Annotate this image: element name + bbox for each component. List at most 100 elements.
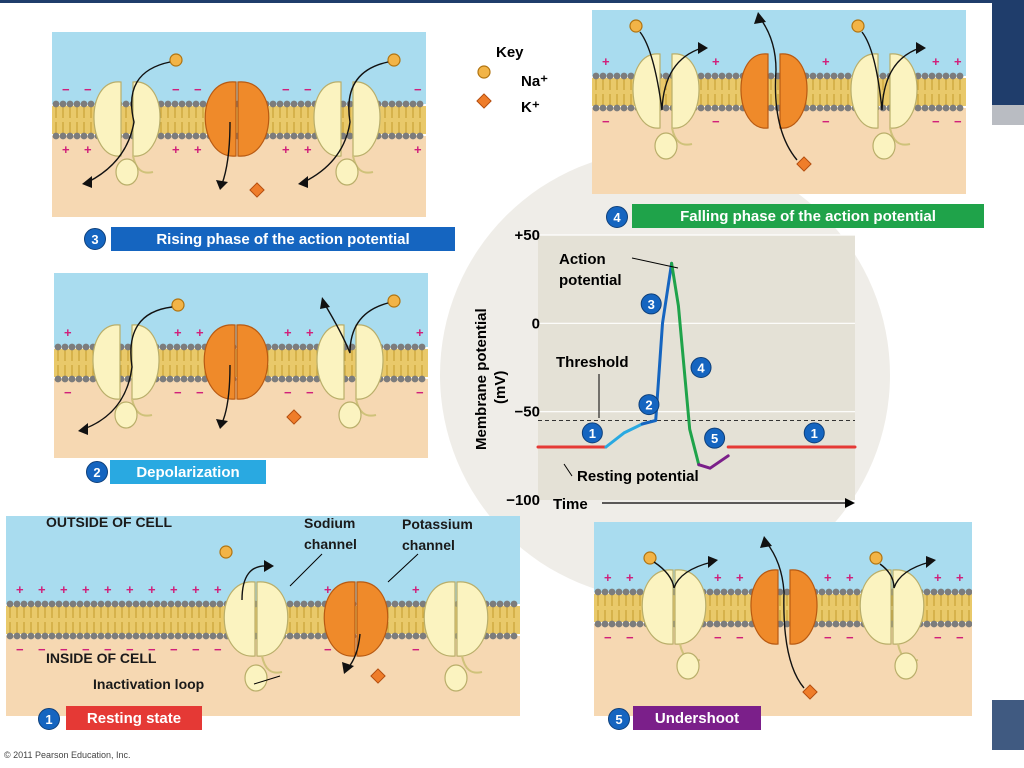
charge-sign: −	[304, 82, 312, 97]
svg-text:3: 3	[648, 297, 655, 312]
svg-text:1: 1	[811, 426, 818, 441]
arrowhead	[216, 180, 228, 190]
annotation-threshold: Threshold	[556, 354, 629, 371]
phase-marker-5: 5	[704, 427, 726, 449]
charge-sign: −	[412, 642, 420, 657]
charge-sign: −	[932, 114, 940, 129]
resting-leader	[563, 463, 573, 477]
ion-flow-arrow	[765, 541, 805, 689]
sodium-ion-icon	[171, 298, 185, 312]
charge-sign: −	[170, 642, 178, 657]
sodium-ion-icon	[219, 545, 233, 559]
sodium-ion-icon	[387, 294, 401, 308]
svg-text:2: 2	[645, 398, 652, 413]
charge-sign: +	[16, 582, 24, 597]
charge-sign: −	[62, 82, 70, 97]
arrowhead	[916, 42, 926, 54]
ion-flow-arrow	[861, 31, 921, 111]
potential-trace-phase-1	[604, 422, 644, 449]
arrowhead	[298, 176, 308, 188]
y-tick-label: +50	[515, 227, 540, 244]
charge-sign: +	[822, 54, 830, 69]
sodium-ion-icon	[643, 551, 657, 565]
panel-depolarization: +−+−+−+−+−+−	[54, 273, 428, 458]
charge-sign: −	[82, 642, 90, 657]
action-leader	[631, 257, 679, 269]
y-tick-label: −50	[515, 404, 540, 421]
ion-flow-arrow	[323, 302, 389, 354]
ion-flow-arrow	[879, 561, 931, 589]
charge-sign: +	[604, 570, 612, 585]
sodium-channel	[93, 81, 161, 186]
top-rule	[0, 0, 1024, 3]
svg-text:4: 4	[697, 361, 705, 376]
arrowhead	[78, 423, 88, 435]
inactivation-loop-label: Inactivation loop	[93, 676, 205, 692]
outside-cell-label: OUTSIDE OF CELL	[46, 514, 172, 530]
sodium-channel	[92, 324, 160, 429]
sodium-channel-label-2: channel	[304, 536, 357, 552]
potassium-ion-icon	[802, 684, 818, 700]
inactivation-gate	[444, 664, 468, 692]
potassium-ion-icon	[370, 668, 386, 684]
phase-marker-2: 2	[638, 394, 660, 416]
svg-text:1: 1	[589, 426, 596, 441]
inactivation-gate	[894, 652, 918, 680]
sodium-channel	[423, 581, 489, 692]
charge-sign: −	[148, 642, 156, 657]
panel-falling-phase: +−+−+−+−+−	[592, 10, 966, 194]
ion-flow-arrow	[639, 31, 703, 111]
phase-label-falling: Falling phase of the action potential	[632, 204, 984, 228]
charge-sign: +	[412, 582, 420, 597]
panel-rising-phase: −+−+−+−+−+−+−+	[52, 32, 426, 217]
charge-sign: −	[604, 630, 612, 645]
inactivation-gate	[335, 158, 359, 186]
potassium-ion-icon	[476, 93, 492, 109]
inactivation-gate	[244, 664, 268, 692]
charge-sign: +	[324, 582, 332, 597]
sodium-channel	[859, 569, 925, 680]
potential-trace-phase-3	[670, 261, 701, 467]
charge-sign: −	[172, 82, 180, 97]
charge-sign: +	[304, 142, 312, 157]
inactivation-gate	[654, 132, 678, 160]
sodium-channel	[223, 581, 289, 692]
sodium-channel	[641, 569, 707, 680]
charge-sign: −	[214, 642, 222, 657]
charge-sign: +	[602, 54, 610, 69]
annotation-action-1: Action	[559, 251, 606, 268]
phase-number-5: 5	[608, 708, 630, 730]
charge-sign: +	[626, 570, 634, 585]
charge-sign: +	[192, 582, 200, 597]
charge-sign: −	[84, 82, 92, 97]
charge-sign: −	[38, 642, 46, 657]
charge-sign: −	[196, 385, 204, 400]
charge-sign: +	[956, 570, 964, 585]
inactivation-gate	[338, 401, 362, 429]
charge-sign: +	[60, 582, 68, 597]
ion-flow-arrow	[87, 61, 171, 183]
sodium-channel	[313, 81, 381, 186]
key-potassium-label: K⁺	[521, 99, 540, 116]
key-sodium-label: Na⁺	[521, 73, 549, 90]
charge-sign: −	[174, 385, 182, 400]
potassium-channel	[203, 324, 269, 400]
phase-number-4: 4	[606, 206, 628, 228]
inactivation-gate	[114, 401, 138, 429]
charge-sign: +	[416, 325, 424, 340]
potassium-channel	[323, 581, 389, 657]
arrowhead	[82, 176, 92, 188]
charge-sign: −	[824, 630, 832, 645]
ion-flow-arrow	[221, 364, 231, 424]
arrowhead	[754, 12, 766, 24]
charge-sign: +	[148, 582, 156, 597]
potassium-channel-label-2: channel	[402, 537, 455, 553]
charge-sign: −	[736, 630, 744, 645]
key-icons	[476, 65, 492, 109]
sodium-ion-icon	[387, 53, 401, 67]
charge-sign: −	[104, 642, 112, 657]
annotation-action-2: potential	[559, 272, 622, 289]
potassium-channel	[204, 81, 270, 157]
charge-sign: −	[16, 642, 24, 657]
charge-sign: +	[174, 325, 182, 340]
